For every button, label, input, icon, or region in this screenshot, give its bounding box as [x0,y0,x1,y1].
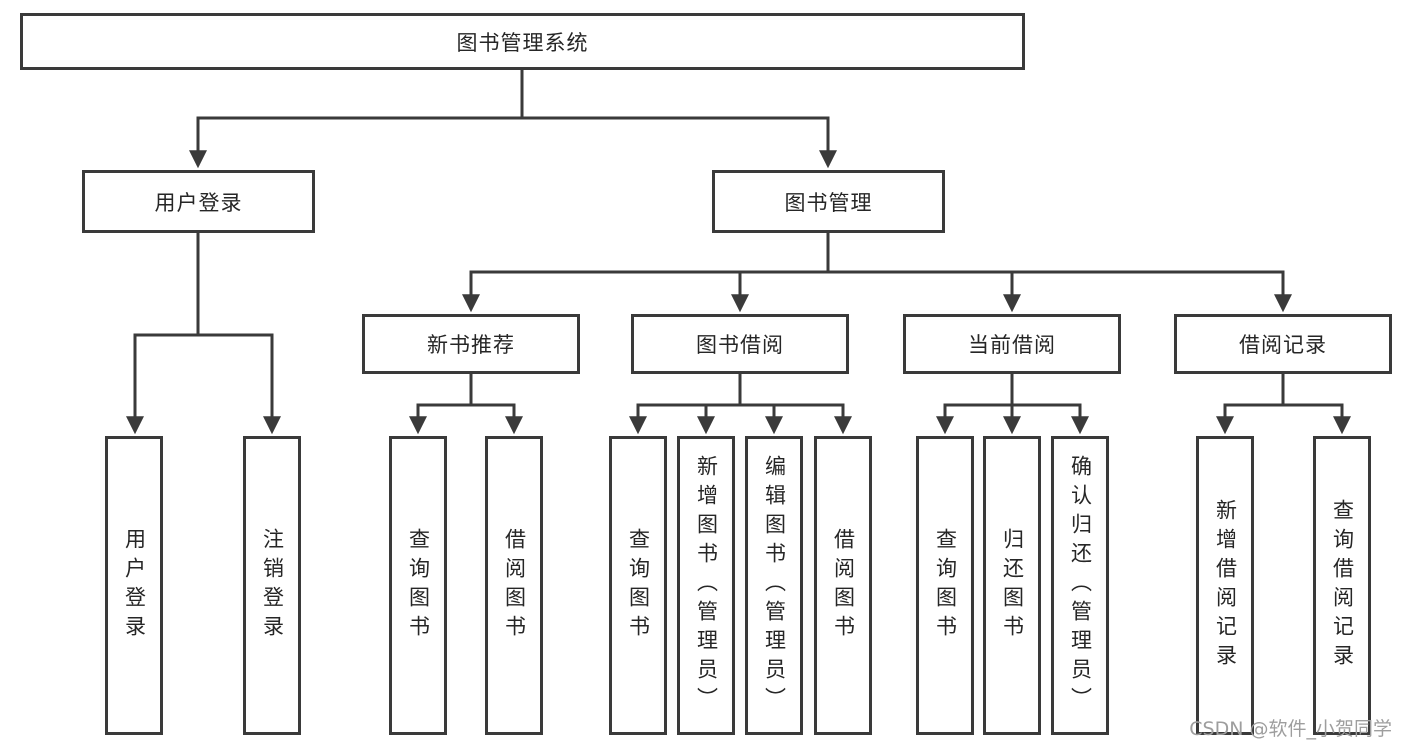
leaf-add-books-admin: 新增图书（管理员） [677,436,735,735]
node-user-login: 用户登录 [82,170,315,233]
leaf-user-login: 用户登录 [105,436,163,735]
leaf-return-books: 归还图书 [983,436,1041,735]
node-book-borrow: 图书借阅 [631,314,849,374]
node-label: 图书借阅 [696,333,784,357]
node-label: 图书管理 [784,190,873,215]
node-label: 借阅图书 [831,527,856,644]
leaf-edit-books-admin: 编辑图书（管理员） [745,436,803,735]
leaf-query-books-borrow: 查询图书 [609,436,667,735]
node-label: 当前借阅 [968,333,1056,357]
node-label: 注销登录 [260,527,285,644]
node-label: 新增图书（管理员） [694,455,719,716]
node-label: 借阅记录 [1239,333,1327,357]
node-current-borrow: 当前借阅 [903,314,1121,374]
node-new-book-recommend: 新书推荐 [362,314,580,374]
leaf-query-borrow-record: 查询借阅记录 [1313,436,1371,735]
leaf-query-books-recommend: 查询图书 [389,436,447,735]
node-label: 用户登录 [154,190,243,215]
node-label: 确认归还（管理员） [1068,455,1093,716]
node-book-management: 图书管理 [712,170,945,233]
node-label: 查询图书 [933,527,958,644]
node-label: 借阅图书 [502,527,527,644]
leaf-borrow-books-recommend: 借阅图书 [485,436,543,735]
leaf-borrow-books: 借阅图书 [814,436,872,735]
watermark: CSDN @软件_小贺同学 [1189,718,1392,740]
node-label: 查询图书 [406,527,431,644]
node-label: 查询借阅记录 [1330,498,1355,673]
node-label: 新书推荐 [427,333,515,357]
node-label: 编辑图书（管理员） [762,455,787,716]
node-borrow-records: 借阅记录 [1174,314,1392,374]
leaf-add-borrow-record: 新增借阅记录 [1196,436,1254,735]
leaf-logout: 注销登录 [243,436,301,735]
node-label: 用户登录 [122,527,147,644]
node-label: 查询图书 [626,527,651,644]
node-label: 图书管理系统 [456,30,589,55]
node-label: 归还图书 [1000,527,1025,644]
node-library-management-system: 图书管理系统 [20,13,1025,70]
node-label: 新增借阅记录 [1213,498,1238,673]
leaf-query-books-current: 查询图书 [916,436,974,735]
leaf-confirm-return-admin: 确认归还（管理员） [1051,436,1109,735]
